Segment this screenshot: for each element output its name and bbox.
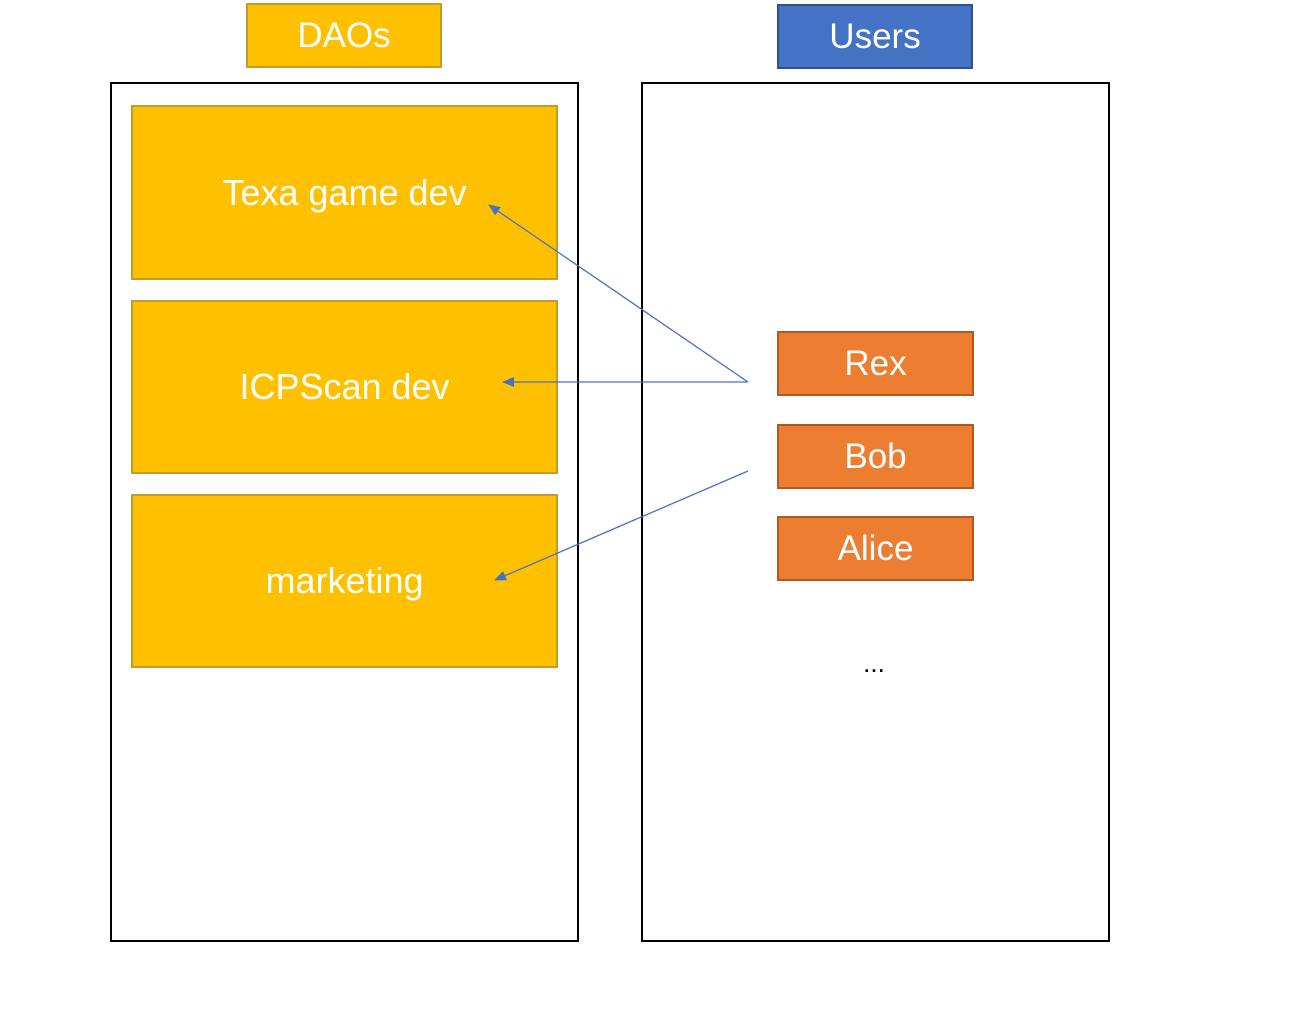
user-label: Bob <box>844 436 907 476</box>
dao-label: ICPScan dev <box>239 366 450 407</box>
daos-header: DAOs <box>246 3 442 68</box>
user-box-alice: Alice <box>777 516 974 581</box>
user-label: Rex <box>844 343 907 383</box>
dao-box-marketing: marketing <box>131 494 558 668</box>
users-header-label: Users <box>829 16 921 56</box>
more-users-ellipsis: ... <box>863 648 885 678</box>
dao-box-icpscan-dev: ICPScan dev <box>131 300 558 474</box>
user-label: Alice <box>837 528 914 568</box>
daos-header-label: DAOs <box>297 15 391 55</box>
dao-label: Texa game dev <box>222 171 467 213</box>
user-box-rex: Rex <box>777 331 974 396</box>
user-box-bob: Bob <box>777 424 974 489</box>
dao-box-texa-game-dev: Texa game dev <box>131 105 558 280</box>
users-panel <box>641 82 1110 942</box>
dao-label: marketing <box>265 560 424 601</box>
users-header: Users <box>777 4 973 69</box>
